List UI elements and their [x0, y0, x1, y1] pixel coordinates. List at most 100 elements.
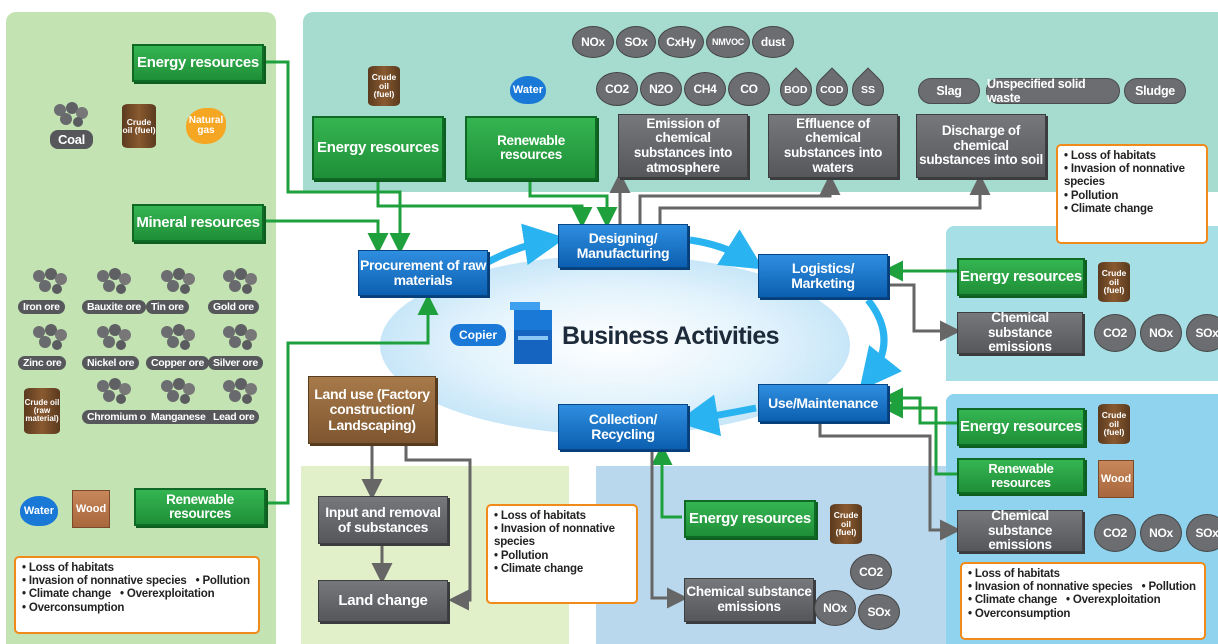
logistics-chemical-emissions: Chemical substance emissions — [957, 310, 1083, 354]
top-water-icon: Water — [510, 76, 546, 104]
ore-label: Nickel ore — [82, 356, 140, 370]
ore-label: Lead ore — [208, 410, 260, 424]
ore-icon — [158, 322, 198, 352]
natural-gas-icon: Natural gas — [186, 108, 226, 144]
crude-oil-raw-barrel: Crude oil (raw material) — [24, 388, 60, 434]
collection-box: Collection/ Recycling — [558, 404, 688, 450]
use-maintenance-box: Use/Maintenance — [758, 384, 888, 422]
ore-label: Gold ore — [208, 300, 259, 314]
ore-icon — [30, 266, 70, 296]
top-impacts-box: • Loss of habitats • Invasion of nonnati… — [1056, 144, 1208, 244]
atmosphere-pill: NMVOC — [706, 26, 750, 58]
soil-pill: Unspecified solid waste — [986, 77, 1120, 105]
impact-item: • Loss of habitats — [968, 568, 1060, 580]
use-wood-icon: Wood — [1098, 460, 1134, 498]
effluence-waters-box: Effluence of chemical substances into wa… — [768, 114, 898, 178]
input-removal-box: Input and removal of substances — [318, 496, 448, 544]
water-drop-label: COD — [820, 84, 844, 96]
impact-item: • Pollution — [494, 549, 549, 562]
impact-item: • Climate change — [1064, 202, 1154, 215]
business-activities-title: Business Activities — [562, 322, 780, 350]
logistics-panel — [946, 226, 1218, 381]
use-crude-oil-barrel: Crude oil (fuel) — [1098, 404, 1130, 444]
ore-icon — [30, 322, 70, 352]
gas-circle: SOx — [858, 594, 900, 630]
designing-box: Designing/ Manufacturing — [558, 224, 688, 268]
ore-icon — [158, 376, 198, 406]
coal-label: Coal — [50, 130, 93, 149]
soil-pill: Sludge — [1124, 78, 1186, 104]
left-impacts-box: • Loss of habitats • Invasion of nonnati… — [14, 556, 260, 634]
impact-item: • Loss of habitats — [494, 510, 586, 522]
recycling-crude-oil-barrel: Crude oil (fuel) — [830, 504, 862, 544]
ore-icon — [158, 266, 198, 296]
gas-circle: CO2 — [850, 554, 892, 590]
atmosphere-pill: CO2 — [596, 72, 638, 106]
left-mineral-resources: Mineral resources — [132, 204, 264, 242]
top-renewable-resources: Renewable resources — [465, 116, 597, 180]
emission-atmosphere-box: Emission of chemical substances into atm… — [618, 114, 748, 178]
discharge-soil-box: Discharge of chemical substances into so… — [916, 114, 1046, 178]
copier-label: Copier — [450, 324, 506, 346]
impact-item: • Invasion of nonnative species • Pollut… — [22, 575, 250, 588]
gas-circle: CO2 — [1094, 314, 1136, 352]
ore-label: Zinc ore — [18, 356, 67, 370]
top-crude-oil-barrel: Crude oil (fuel) — [368, 66, 400, 106]
atmosphere-pill: CH4 — [684, 72, 726, 106]
soil-pill: Slag — [918, 78, 980, 104]
land-change-box: Land change — [318, 580, 448, 622]
top-energy-resources: Energy resources — [312, 116, 444, 180]
ore-label: Bauxite ore — [82, 300, 146, 314]
water-drop-label: SS — [860, 83, 876, 96]
impact-item: • Invasion of nonnative species • Pollut… — [968, 581, 1196, 594]
atmosphere-pill: NOx — [572, 26, 614, 58]
gas-circle: NOx — [1140, 314, 1182, 352]
ore-label: Silver ore — [208, 356, 263, 370]
ore-icon — [94, 376, 134, 406]
coal-icon — [50, 100, 90, 128]
ore-icon — [94, 322, 134, 352]
logistics-energy-resources: Energy resources — [957, 258, 1085, 296]
impact-item: • Invasion of nonnative species — [494, 523, 615, 549]
impact-item: • Loss of habitats — [1064, 150, 1156, 162]
land-impacts-box: • Loss of habitats • Invasion of nonnati… — [486, 504, 638, 604]
gas-circle: NOx — [814, 590, 856, 626]
copier-icon — [510, 300, 556, 366]
gas-circle: SOx — [1186, 514, 1218, 552]
ore-label: Manganese ore — [146, 410, 229, 424]
recycling-chemical-emissions: Chemical substance emissions — [684, 578, 814, 622]
left-renewable-resources: Renewable resources — [134, 488, 266, 526]
gas-circle: CO2 — [1094, 514, 1136, 552]
left-water-icon: Water — [20, 496, 58, 526]
impact-item: • Overconsumption — [968, 607, 1071, 620]
logistics-crude-oil-barrel: Crude oil (fuel) — [1098, 262, 1130, 302]
water-drop-label: BOD — [784, 84, 808, 96]
gas-circle: NOx — [1140, 514, 1182, 552]
impact-item: • Climate change • Overexploitation — [22, 588, 215, 601]
impact-item: • Climate change • Overexploitation — [968, 594, 1161, 607]
atmosphere-pill: SOx — [616, 26, 656, 58]
ore-icon — [220, 322, 260, 352]
ore-icon — [220, 266, 260, 296]
atmosphere-pill: N2O — [640, 72, 682, 106]
ore-icon — [94, 266, 134, 296]
crude-oil-fuel-barrel: Crude oil (fuel) — [122, 104, 156, 148]
left-wood-icon: Wood — [72, 490, 110, 528]
procurement-box: Procurement of raw materials — [358, 250, 488, 296]
impact-item: • Climate change — [494, 562, 584, 575]
use-energy-resources: Energy resources — [957, 408, 1085, 446]
ore-icon — [220, 376, 260, 406]
land-use-box: Land use (Factory construction/ Landscap… — [308, 376, 436, 444]
use-chemical-emissions: Chemical substance emissions — [957, 508, 1083, 552]
use-impacts-box: • Loss of habitats • Invasion of nonnati… — [960, 562, 1206, 640]
ore-label: Chromium ore — [82, 410, 161, 424]
atmosphere-pill: CxHy — [658, 26, 704, 58]
impact-item: • Pollution — [1064, 189, 1119, 202]
impact-item: • Overconsumption — [22, 601, 125, 614]
ore-label: Tin ore — [146, 300, 189, 314]
atmosphere-pill: CO — [728, 72, 770, 106]
use-renewable-resources: Renewable resources — [957, 458, 1085, 494]
gas-circle: SOx — [1186, 314, 1218, 352]
recycling-energy-resources: Energy resources — [684, 500, 816, 538]
